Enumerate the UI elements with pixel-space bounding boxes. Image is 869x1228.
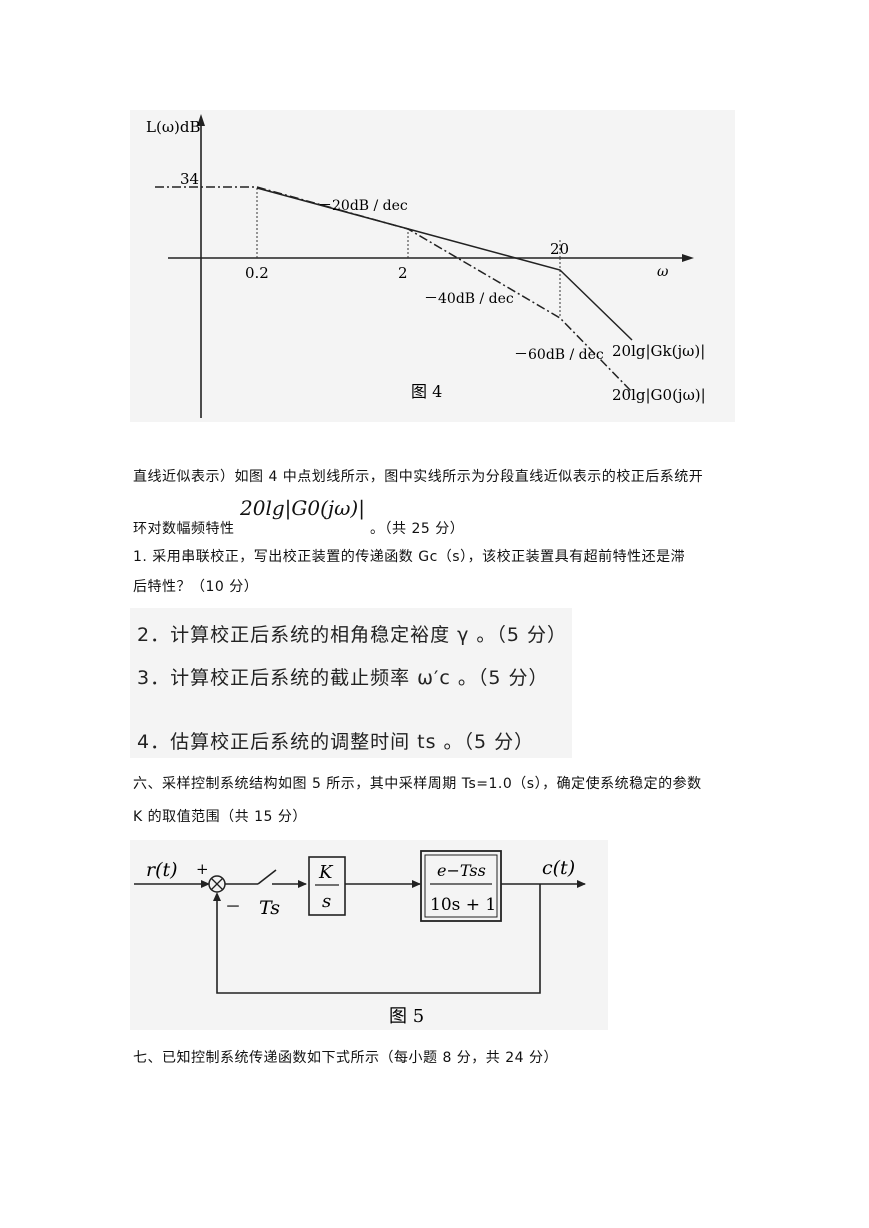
tick-0.2: 0.2 xyxy=(245,264,269,282)
gk-curve xyxy=(256,187,633,341)
y-axis-label: L(ω)dB xyxy=(146,118,201,136)
g0-curve-label: 20lg|G0(jω)| xyxy=(612,386,706,404)
block-delay-first-order xyxy=(420,850,502,922)
question-2: 2．计算校正后系统的相角稳定裕度 γ 。（5 分） xyxy=(137,624,568,646)
value-34: 34 xyxy=(180,170,199,188)
x-axis-arrow xyxy=(682,254,694,262)
block2-numerator: e−Tss xyxy=(437,861,486,880)
section-7-heading: 七、已知控制系统传递函数如下式所示（每小题 8 分，共 24 分） xyxy=(133,1050,559,1066)
questions-2-4-panel xyxy=(130,608,572,758)
slope-60-label: －60dB / dec xyxy=(514,347,604,363)
formula-20lg-g0: 20lg|G0(jω)| xyxy=(240,496,365,520)
paragraph-line-2-prefix: 环对数幅频特性 xyxy=(133,521,235,537)
figure-5-block-diagram: r(t) + － Ts K s e−Tss 10s + 1 c(t) 图 5 xyxy=(134,850,586,1027)
question-1-line-2: 后特性？（10 分） xyxy=(133,579,259,595)
paragraph-line-2-suffix: 。（共 25 分） xyxy=(370,521,465,537)
figure-4-caption: 图 4 xyxy=(411,382,442,401)
tick-2: 2 xyxy=(398,264,408,282)
question-1-line-1: 1. 采用串联校正，写出校正装置的传递函数 Gc（s），该校正装置具有超前特性还… xyxy=(133,549,686,565)
figure-5-panel xyxy=(130,840,608,1030)
minus-sign: － xyxy=(225,897,241,916)
y-axis-arrow xyxy=(197,114,205,126)
slope-20-label: －20dB / dec xyxy=(318,198,408,214)
block2-denominator: 10s + 1 xyxy=(430,895,496,915)
output-label: c(t) xyxy=(542,857,575,879)
block-k-over-s xyxy=(308,856,346,916)
figure-5-caption: 图 5 xyxy=(389,1006,424,1027)
paragraph-line-1: 直线近似表示）如图 4 中点划线所示，图中实线所示为分段直线近似表示的校正后系统… xyxy=(133,469,704,485)
figure-4-panel xyxy=(130,110,735,422)
gk-curve-label: 20lg|Gk(jω)| xyxy=(612,342,705,360)
x-axis-label: ω xyxy=(657,264,669,280)
section-6-line-2: K 的取值范围（共 15 分） xyxy=(133,809,307,825)
input-label: r(t) xyxy=(146,859,178,881)
sampler-switch xyxy=(257,869,277,885)
sampler-label: Ts xyxy=(259,897,280,919)
block1-numerator: K xyxy=(318,862,334,883)
plus-sign: + xyxy=(196,860,209,878)
block1-denominator: s xyxy=(322,891,331,912)
tick-20: 20 xyxy=(550,240,569,258)
question-4: 4．估算校正后系统的调整时间 ts 。（5 分） xyxy=(137,731,535,753)
feedback-path xyxy=(216,884,541,994)
input-arrow xyxy=(201,880,210,888)
figure-4-bode-plot: L(ω)dB ω 34 0.2 2 20 －20dB / dec －40dB /… xyxy=(146,114,706,418)
slope-40-label: －40dB / dec xyxy=(424,291,514,307)
section-6-line-1: 六、采样控制系统结构如图 5 所示，其中采样周期 Ts=1.0（s），确定使系统… xyxy=(133,776,702,792)
question-3: 3．计算校正后系统的截止频率 ω′c 。（5 分） xyxy=(137,667,549,689)
